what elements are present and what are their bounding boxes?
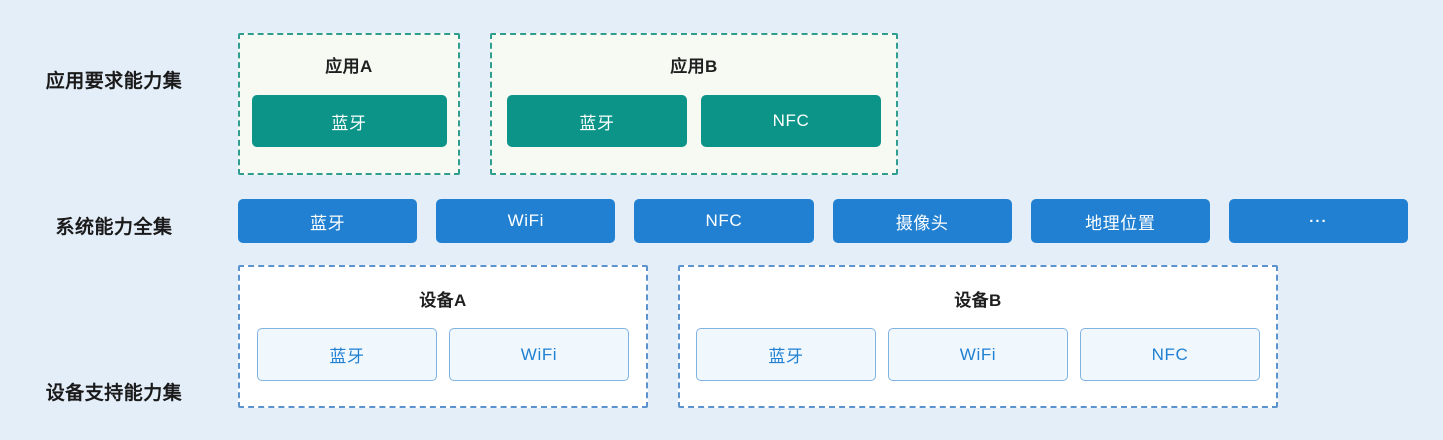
system-capability-row: 蓝牙 WiFi NFC 摄像头 地理位置 ...: [238, 199, 1409, 243]
app-group-card-a: 应用A 蓝牙: [238, 33, 460, 175]
app-group-title: 应用A: [325, 57, 373, 76]
device-capability-chip[interactable]: 蓝牙: [257, 328, 437, 381]
app-capability-chip[interactable]: NFC: [701, 95, 881, 147]
system-capability-chip[interactable]: 蓝牙: [238, 199, 418, 243]
row-label-system-full-capabilities: 系统能力全集: [55, 217, 173, 238]
device-capability-row: 蓝牙 WiFi: [257, 328, 629, 381]
system-capability-chip[interactable]: WiFi: [436, 199, 616, 243]
system-capability-chip[interactable]: 摄像头: [832, 199, 1012, 243]
device-capability-chip[interactable]: WiFi: [449, 328, 629, 381]
app-capability-row: 蓝牙 NFC: [507, 95, 881, 147]
app-capability-chip[interactable]: 蓝牙: [507, 95, 687, 147]
row-label-device-supported-capabilities: 设备支持能力集: [45, 383, 183, 404]
device-group-card-a: 设备A 蓝牙 WiFi: [238, 265, 648, 408]
app-group-card-b: 应用B 蓝牙 NFC: [490, 33, 898, 175]
row-label-app-required-capabilities: 应用要求能力集: [45, 71, 183, 92]
device-capability-chip[interactable]: WiFi: [888, 328, 1068, 381]
system-capability-chip[interactable]: NFC: [634, 199, 814, 243]
device-capability-chip[interactable]: 蓝牙: [696, 328, 876, 381]
app-capability-chip[interactable]: 蓝牙: [251, 95, 447, 147]
device-group-title: 设备A: [419, 291, 467, 310]
device-capability-row: 蓝牙 WiFi NFC: [696, 328, 1260, 381]
device-capability-chip[interactable]: NFC: [1080, 328, 1260, 381]
device-group-card-b: 设备B 蓝牙 WiFi NFC: [678, 265, 1278, 408]
app-group-title: 应用B: [670, 57, 718, 76]
system-capability-chip[interactable]: 地理位置: [1030, 199, 1210, 243]
device-group-title: 设备B: [954, 291, 1002, 310]
app-capability-row: 蓝牙: [251, 95, 447, 147]
system-capability-chip-more[interactable]: ...: [1228, 199, 1409, 243]
